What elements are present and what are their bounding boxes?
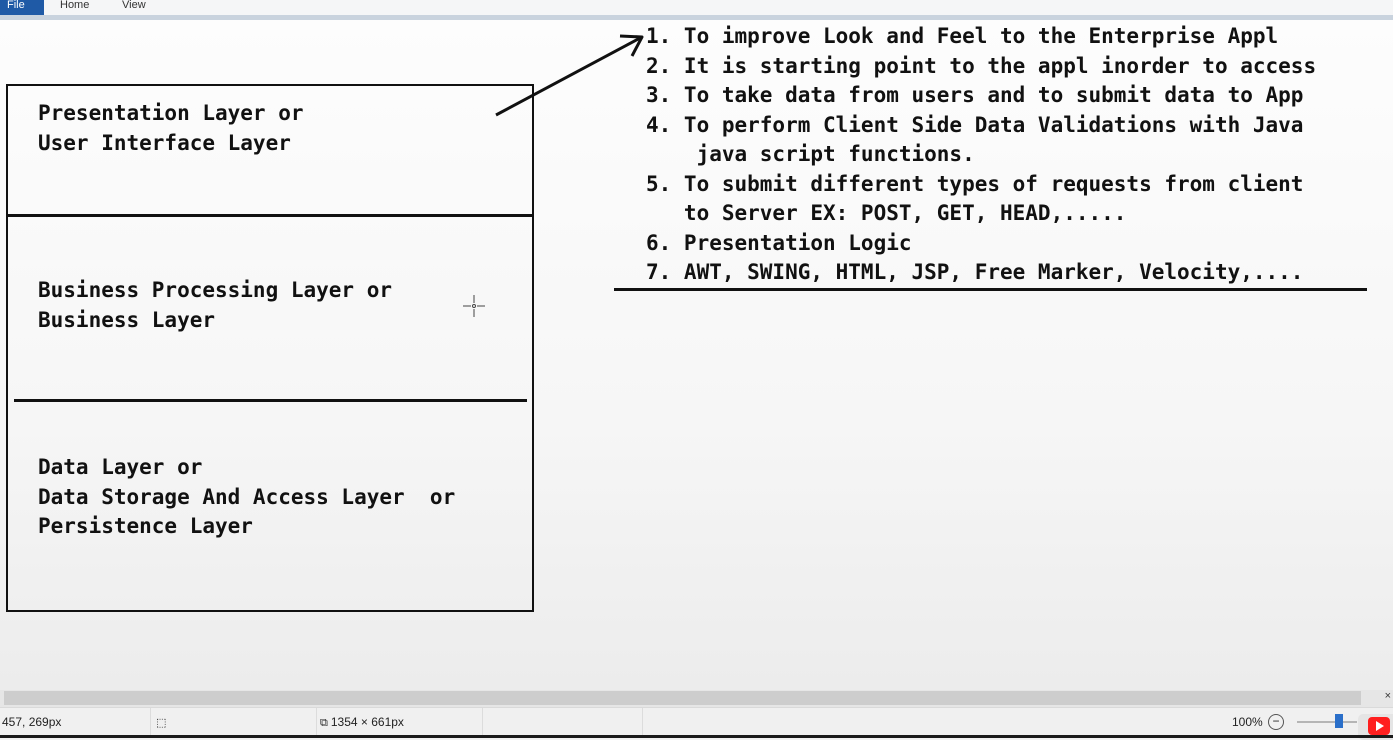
selection-icon: ⬚ (156, 716, 167, 729)
file-size-readout (480, 708, 643, 736)
cursor-position-readout: 457, 269px (0, 708, 151, 736)
close-icon[interactable]: × (1384, 690, 1391, 702)
zoom-out-button[interactable]: − (1268, 714, 1284, 730)
crosshair-cursor-icon (463, 295, 485, 317)
scrollbar-thumb[interactable] (4, 691, 1361, 705)
zoom-slider[interactable] (1297, 721, 1357, 723)
layer-divider-1 (6, 214, 534, 217)
bottom-strip (0, 735, 1393, 738)
ribbon-tabs: File Home View (0, 0, 1393, 20)
zoom-slider-thumb[interactable] (1335, 714, 1343, 728)
image-size-readout: ⧉1354 × 661px (316, 708, 483, 736)
arrow-connector (495, 34, 644, 117)
zoom-level: 100% (1232, 715, 1263, 729)
horizontal-scrollbar[interactable]: × (0, 690, 1393, 707)
presentation-layer-points: 1. To improve Look and Feel to the Enter… (646, 24, 1317, 284)
cursor-position-text: 457, 269px (2, 715, 62, 729)
layer-divider-2 (14, 399, 527, 402)
points-underline (614, 288, 1367, 291)
play-icon (1368, 717, 1390, 735)
presentation-layer-label: Presentation Layer or User Interface Lay… (38, 101, 304, 155)
selection-size-readout: ⬚ (150, 708, 317, 736)
data-layer-label: Data Layer or Data Storage And Access La… (38, 455, 456, 538)
tab-file[interactable]: File (0, 0, 44, 15)
tab-view[interactable]: View (122, 0, 146, 11)
drawing-canvas[interactable]: Presentation Layer or User Interface Lay… (0, 20, 1393, 690)
image-size-text: 1354 × 661px (330, 715, 404, 729)
tab-home[interactable]: Home (60, 0, 90, 11)
business-layer-label: Business Processing Layer or Business La… (38, 278, 393, 332)
image-size-icon: ⧉ (320, 716, 328, 729)
layers-box (6, 84, 534, 612)
